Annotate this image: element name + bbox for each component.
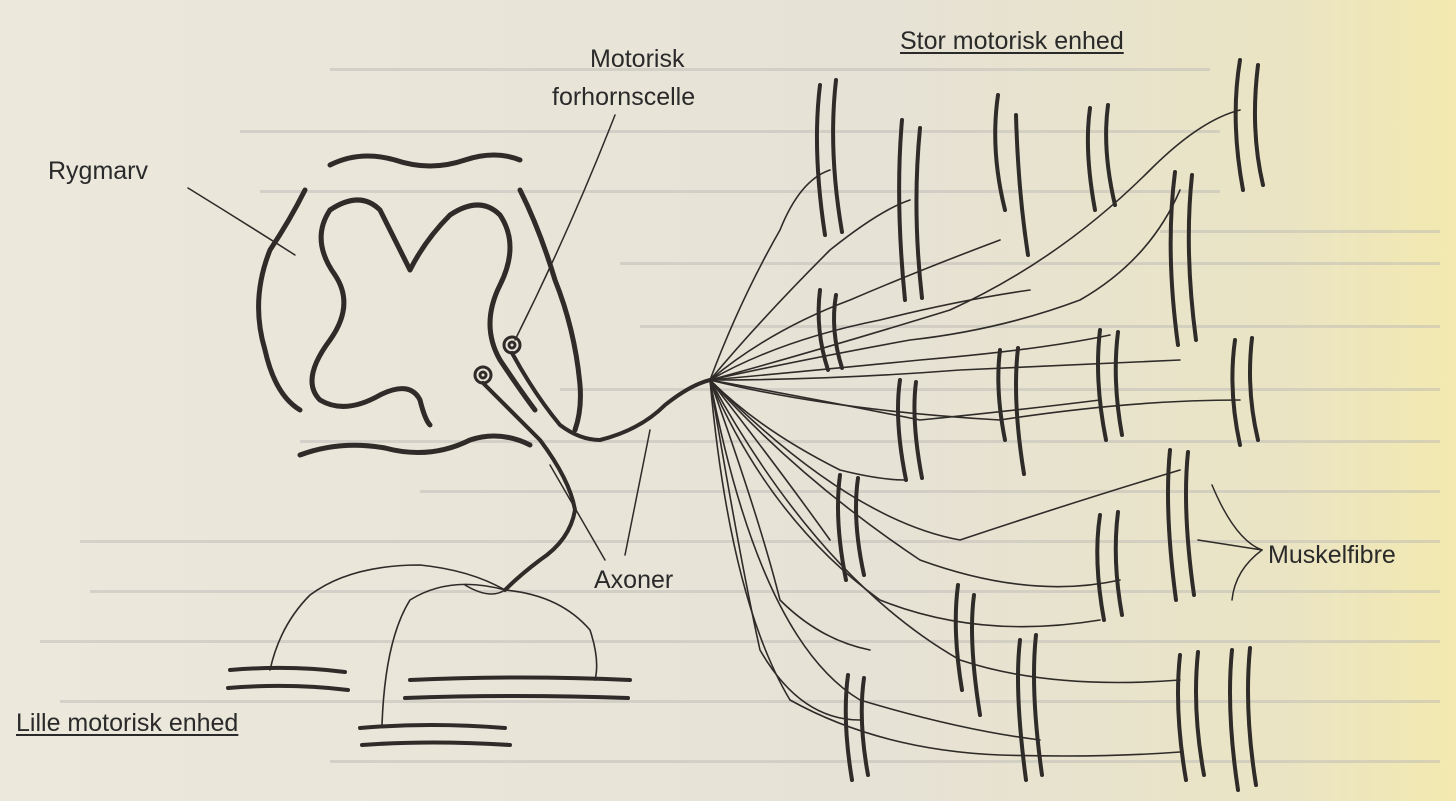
- leader-lines: [188, 115, 1262, 600]
- axon-leader-b: [625, 430, 650, 555]
- lille-enhed-label: Lille motorisk enhed: [16, 708, 238, 738]
- fibre-leader-a: [1212, 485, 1262, 550]
- rygmarv-label: Rygmarv: [48, 156, 148, 186]
- rygmarv-leader: [188, 188, 295, 255]
- motorisk-label-line2: forhornscelle: [552, 82, 695, 112]
- axoner-label: Axoner: [594, 565, 673, 595]
- small-unit-branches: [270, 565, 597, 725]
- large-unit-fibres: [817, 60, 1263, 790]
- muskelfibre-label: Muskelfibre: [1268, 540, 1396, 570]
- stor-enhed-label: Stor motorisk enhed: [900, 26, 1124, 56]
- small-unit-fibres: [228, 668, 630, 745]
- fibre-leader-c: [1232, 550, 1262, 600]
- motorisk-label-line1: Motorisk: [590, 44, 684, 74]
